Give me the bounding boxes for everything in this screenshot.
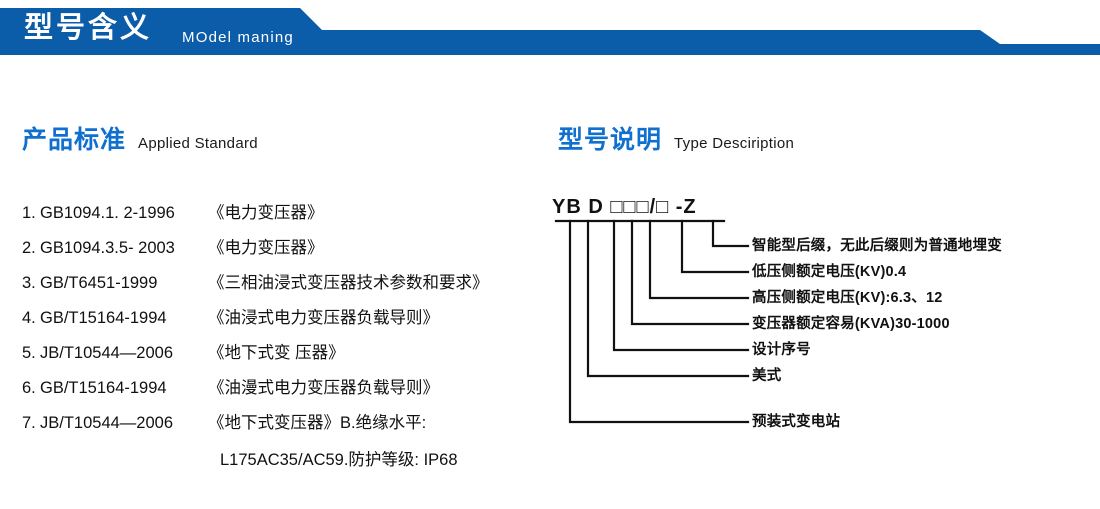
leader-lines bbox=[554, 219, 750, 424]
list-item-number: 3. bbox=[22, 274, 36, 292]
list-item-name: 《地下式变 压器》 bbox=[208, 344, 345, 362]
legend-item-american-style: 美式 bbox=[752, 368, 782, 384]
type-code-diagram: YB D □□□/□ -Z 智能型后缀，无此后缀则为普通地埋变 低压侧额定电压(… bbox=[552, 196, 1100, 446]
list-item-number: 5. bbox=[22, 344, 36, 362]
list-item-code: GB/T15164-1994 bbox=[40, 379, 167, 397]
list-item-continuation: L175AC35/AC59.防护等级: IP68 bbox=[220, 451, 458, 469]
type-code-legend: 智能型后缀，无此后缀则为普通地埋变 低压侧额定电压(KV)0.4 高压侧额定电压… bbox=[552, 196, 1100, 446]
banner-shape bbox=[0, 8, 1100, 55]
list-item: 6.GB/T15164-1994 《油漫式电力变压器负载导则》 bbox=[22, 371, 542, 406]
legend-item-suffix: 智能型后缀，无此后缀则为普通地埋变 bbox=[752, 238, 1002, 254]
list-item-code: GB1094.1. 2-1996 bbox=[40, 204, 175, 222]
applied-standard-heading: 产品标准 Applied Standard bbox=[22, 120, 258, 156]
legend-item-hv-voltage: 高压侧额定电压(KV):6.3、12 bbox=[752, 290, 943, 306]
list-item-name: 《地下式变压器》B.绝缘水平: bbox=[208, 414, 427, 432]
list-item-code: GB/T6451-1999 bbox=[40, 274, 158, 292]
banner-title-en: MOdel maning bbox=[182, 29, 294, 46]
applied-standard-heading-cn: 产品标准 bbox=[22, 126, 127, 154]
type-description-heading-cn: 型号说明 bbox=[558, 126, 663, 154]
list-item: 5.JB/T10544—2006 《地下式变 压器》 bbox=[22, 336, 542, 371]
list-item-number: 7. bbox=[22, 414, 36, 432]
list-item-name: 《油漫式电力变压器负载导则》 bbox=[208, 379, 439, 397]
list-item-code: JB/T10544—2006 bbox=[40, 414, 174, 432]
type-description-heading: 型号说明 Type Desciription bbox=[558, 120, 794, 156]
list-item-name: 《电力变压器》 bbox=[208, 204, 324, 222]
list-item-number: 1. bbox=[22, 204, 36, 222]
list-item-code: JB/T10544—2006 bbox=[40, 344, 174, 362]
list-item-number: 6. bbox=[22, 379, 36, 397]
list-item-number: 4. bbox=[22, 309, 36, 327]
applied-standard-heading-en: Applied Standard bbox=[138, 135, 258, 152]
list-item-code: GB/T15164-1994 bbox=[40, 309, 167, 327]
legend-item-lv-voltage: 低压侧额定电压(KV)0.4 bbox=[752, 264, 907, 280]
list-item-code: GB1094.3.5- 2003 bbox=[40, 239, 175, 257]
legend-item-prefab-substation: 预装式变电站 bbox=[752, 414, 841, 430]
list-item: 7.JB/T10544—2006 《地下式变压器》B.绝缘水平: bbox=[22, 406, 542, 441]
type-description-heading-en: Type Desciription bbox=[674, 135, 795, 152]
list-item: 4.GB/T15164-1994 《油浸式电力变压器负载导则》 bbox=[22, 301, 542, 336]
list-item: 1.GB1094.1. 2-1996 《电力变压器》 bbox=[22, 196, 542, 231]
page-header-banner: 型号含义 MOdel maning bbox=[0, 0, 1100, 62]
legend-item-design-serial: 设计序号 bbox=[752, 342, 811, 358]
applied-standard-list: 1.GB1094.1. 2-1996 《电力变压器》 2.GB1094.3.5- … bbox=[22, 196, 542, 479]
banner-title-cn: 型号含义 bbox=[24, 12, 153, 44]
list-item: 3.GB/T6451-1999 《三相油浸式变压器技术参数和要求》 bbox=[22, 266, 542, 301]
list-item: 2.GB1094.3.5- 2003 《电力变压器》 bbox=[22, 231, 542, 266]
type-code-string: YB D □□□/□ -Z bbox=[552, 196, 697, 218]
list-item-name: 《电力变压器》 bbox=[208, 239, 324, 257]
legend-item-capacity: 变压器额定容易(KVA)30-1000 bbox=[752, 316, 950, 332]
list-item-name: 《三相油浸式变压器技术参数和要求》 bbox=[208, 274, 489, 292]
list-item-name: 《油浸式电力变压器负载导则》 bbox=[208, 309, 439, 327]
list-item-number: 2. bbox=[22, 239, 36, 257]
